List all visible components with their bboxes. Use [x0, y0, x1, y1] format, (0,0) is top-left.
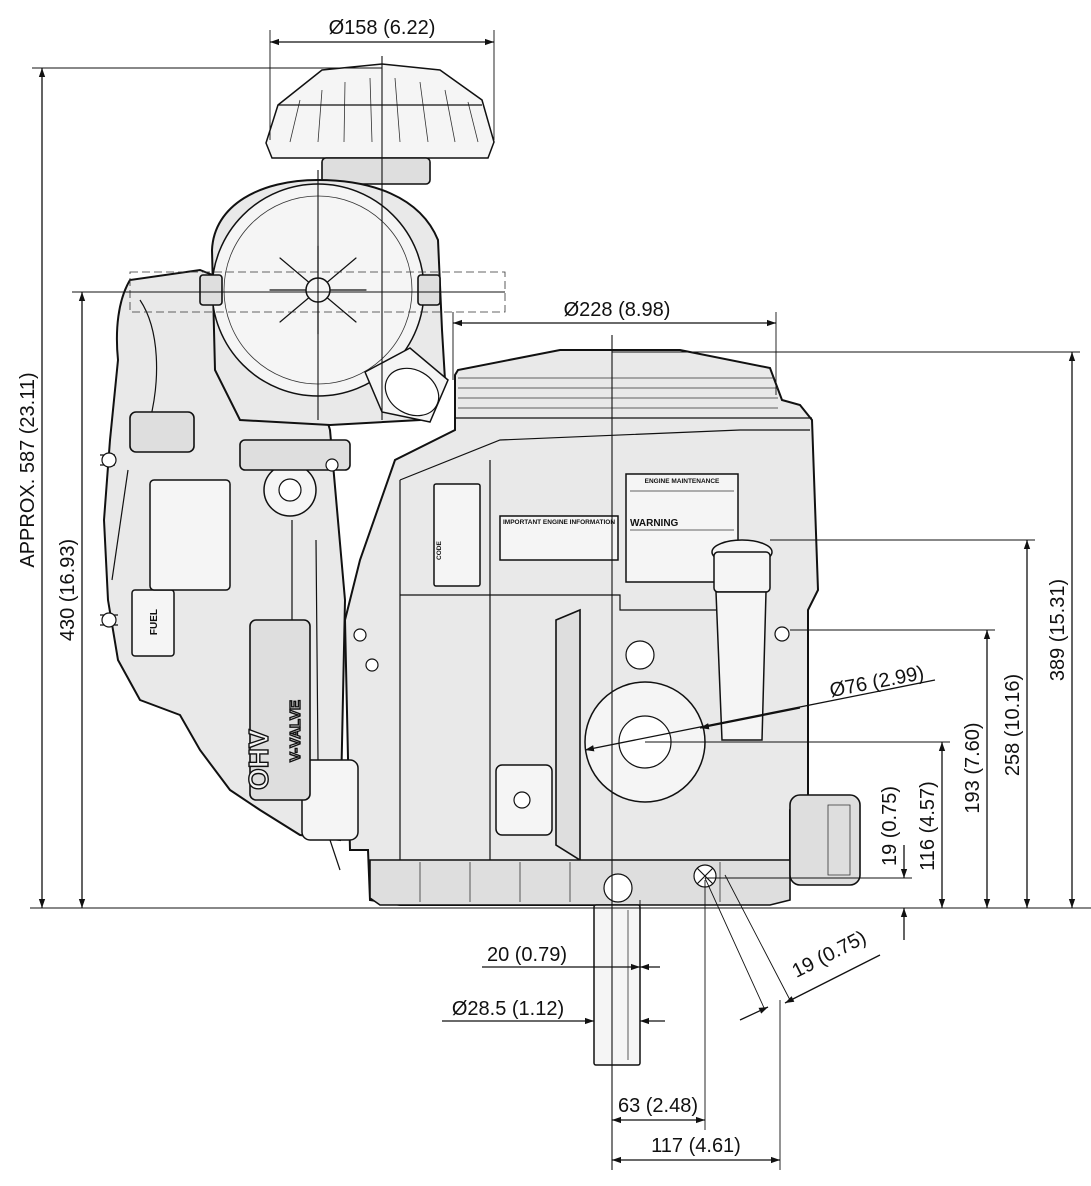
oil-fill-cap [711, 539, 790, 741]
crankshaft [593, 904, 641, 1066]
dim-top-height: 389 (15.31) [1047, 579, 1069, 681]
dim-shaft-key: 20 (0.79) [487, 944, 567, 966]
air-cleaner-cover [265, 63, 495, 185]
dim-fan-screen-diameter: Ø228 (8.98) [564, 299, 671, 321]
svg-text:FUEL: FUEL [149, 609, 160, 635]
dim-shaft-diameter: Ø28.5 (1.12) [452, 998, 564, 1020]
dim-drain-offset: 19 (0.75) [789, 927, 870, 983]
engine-illustration: FUEL [100, 63, 861, 1066]
warning-label: WARNING [630, 518, 679, 529]
center-lines [30, 56, 1091, 1170]
dim-overall-height: APPROX. 587 (23.11) [17, 372, 39, 567]
ohv-label: OHV [243, 729, 274, 790]
dim-air-cleaner-center-height: 430 (16.93) [57, 539, 79, 641]
dim-height-116: 116 (4.57) [917, 781, 939, 871]
important-info-label: IMPORTANT ENGINE INFORMATION [503, 519, 615, 526]
dim-height-193: 193 (7.60) [962, 722, 984, 813]
dim-height-19: 19 (0.75) [879, 786, 901, 866]
code-label: CODE [436, 541, 443, 560]
dim-offset-63: 63 (2.48) [618, 1095, 698, 1117]
dim-offset-117: 117 (4.61) [651, 1135, 741, 1157]
v-valve-label: V-VALVE [287, 700, 304, 762]
crankcase-base [369, 859, 791, 906]
dimension-lines [32, 30, 1080, 1170]
dim-height-258: 258 (10.16) [1002, 674, 1024, 776]
dim-air-cleaner-diameter: Ø158 (6.22) [329, 17, 436, 39]
right-oil-cooler [789, 794, 861, 886]
dim-oil-filter-diameter: Ø76 (2.99) [828, 662, 926, 702]
carburetor-area: OHV V-VALVE [239, 439, 379, 871]
engine-maintenance-label: ENGINE MAINTENANCE [645, 478, 720, 485]
